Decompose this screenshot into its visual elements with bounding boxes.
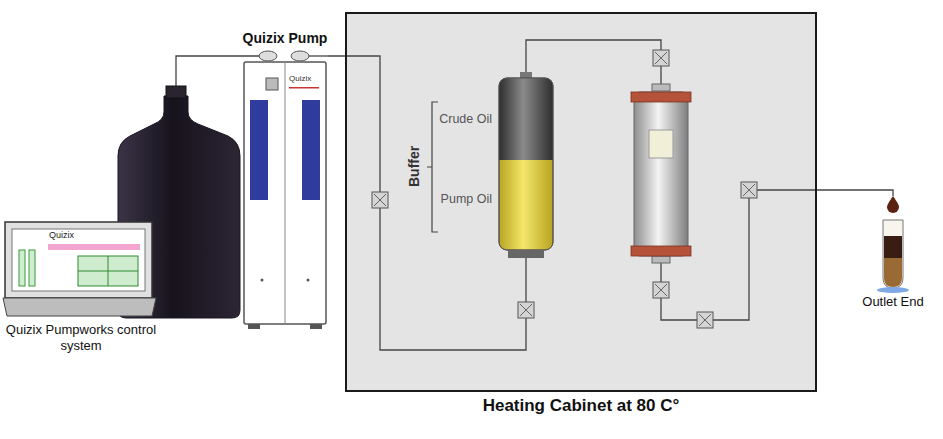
screen-area: [12, 229, 145, 291]
device-caption: Quizix Pumpworks control system: [3, 322, 159, 355]
laptop-base: [3, 298, 156, 316]
pump-panel: [302, 100, 320, 200]
outlet-label: Outlet End: [851, 294, 935, 310]
screen-bar: [48, 244, 140, 250]
pump-brand: Quizix: [289, 74, 311, 84]
screen-grid: [78, 256, 138, 286]
cylinder-cap: [508, 250, 544, 258]
pump-body: [244, 62, 326, 324]
screen-bar: [19, 250, 25, 286]
oil-droplet: [887, 196, 899, 213]
pump-screw: [261, 279, 264, 282]
pump-outlet-line: [309, 55, 328, 56]
valve: [653, 50, 669, 66]
hose-fitting: [291, 51, 309, 61]
crude-oil-layer: [499, 78, 553, 160]
valve: [653, 282, 669, 298]
core-bottom-cap: [652, 256, 670, 263]
screen-panel: [78, 256, 138, 286]
core-holder: [634, 92, 688, 256]
buffer-bracket: [427, 102, 438, 232]
core-sample: [649, 130, 673, 158]
buffer-cylinder: BufferCrude OilPump Oil: [496, 72, 556, 258]
collected-water: [884, 258, 902, 287]
buffer-cylinder-drawing: [496, 72, 556, 258]
cabinet-title: Heating Cabinet at 80 C°: [347, 396, 815, 416]
pipe-connector: [328, 56, 526, 350]
screen-label: Quizix: [49, 230, 74, 241]
pump-oil-layer: [499, 78, 553, 250]
tube-stand: [877, 287, 909, 293]
laptop-screen: [5, 222, 152, 298]
pump-foot: [248, 324, 260, 329]
pump-screw: [307, 279, 310, 282]
crude-oil-layer: [499, 142, 553, 160]
test-tube: [883, 220, 903, 288]
screen-bar: [29, 250, 35, 286]
heating-cabinet: Heating Cabinet at 80 C°BufferCrude OilP…: [345, 12, 817, 392]
laptop-computer: QuizixQuizix Pumpworks control system: [3, 220, 159, 360]
core-top-cap: [652, 84, 670, 91]
valve: [741, 182, 757, 198]
core-holder-band: [631, 246, 691, 256]
pump-unit-drawing: [242, 30, 328, 330]
cylinder-cap: [520, 72, 532, 78]
collected-oil: [884, 236, 902, 258]
connectors: [328, 56, 893, 350]
cabinet-fill: [345, 12, 817, 392]
outlet-tube: Outlet End: [851, 196, 935, 312]
cylinder-outline: [499, 78, 553, 250]
valve: [697, 312, 713, 328]
pump-unit: Quizix PumpQuizix: [242, 30, 328, 330]
pump-divider: [285, 62, 286, 324]
buffer-to-core-pipe: [526, 40, 661, 84]
fluid-label: Pump Oil: [441, 192, 492, 207]
pump-display: [266, 78, 278, 90]
pump-title: Quizix Pump: [230, 30, 340, 47]
valve: [518, 302, 534, 318]
buffer-label: Buffer: [406, 106, 423, 226]
pump-foot: [310, 324, 322, 329]
fluid-label: Crude Oil: [439, 112, 492, 127]
hose-fitting: [259, 51, 277, 61]
valve: [372, 192, 388, 208]
core-holder-band: [631, 92, 691, 102]
pipe-connector: [817, 190, 893, 196]
bottle-cap: [166, 86, 186, 98]
pump-panel: [250, 100, 268, 200]
pump-badge-line: [289, 87, 319, 89]
